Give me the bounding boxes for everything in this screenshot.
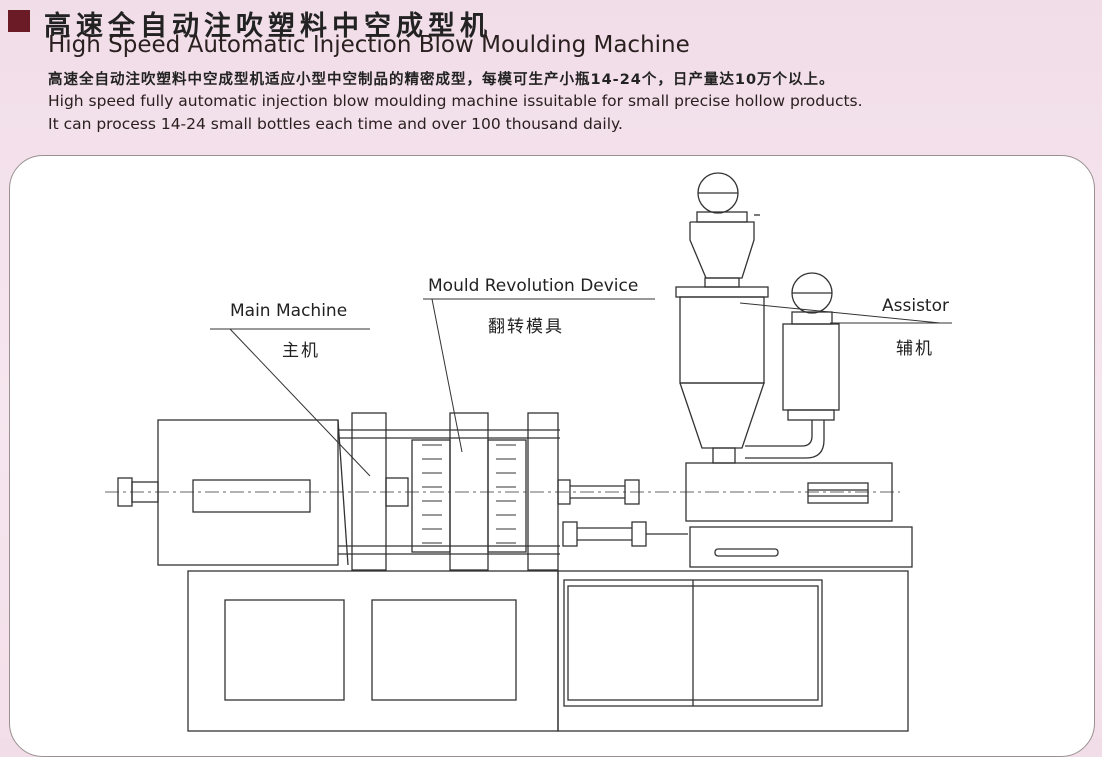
machine-diagram	[105, 172, 952, 732]
label-assistor-cn: 辅机	[896, 339, 934, 359]
machine-base	[187, 570, 909, 732]
description-english-line-2: It can process 14-24 small bottles each …	[48, 115, 623, 133]
mould-revolution-device	[411, 412, 527, 571]
assistor-unit	[745, 272, 840, 459]
label-main-machine-cn: 主机	[282, 341, 320, 361]
description-chinese: 高速全自动注吹塑料中空成型机适应小型中空制品的精密成型，每模可生产小瓶14-24…	[48, 72, 835, 88]
page-title-chinese: 高速全自动注吹塑料中空成型机	[44, 11, 492, 42]
leader-lines	[210, 298, 952, 477]
injection-nozzle	[557, 479, 640, 505]
injection-base	[689, 526, 913, 568]
label-mould-device-cn: 翻转模具	[488, 317, 564, 337]
injection-unit	[685, 462, 893, 522]
mould-cavity-pins	[422, 444, 516, 544]
tie-bars	[338, 429, 560, 555]
diagram-panel	[9, 155, 1095, 757]
label-mould-device-en: Mould Revolution Device	[428, 276, 639, 296]
label-main-machine-en: Main Machine	[230, 301, 348, 321]
label-assistor-en: Assistor	[882, 296, 949, 316]
description-english-line-1: High speed fully automatic injection blo…	[48, 92, 863, 110]
hopper-dryer	[675, 172, 769, 464]
title-bullet-square	[8, 10, 30, 32]
page-title-english: High Speed Automatic Injection Blow Moul…	[48, 32, 690, 58]
clamp-cylinder	[157, 419, 349, 566]
carriage-cylinder	[562, 521, 688, 547]
moving-platen	[351, 412, 409, 571]
